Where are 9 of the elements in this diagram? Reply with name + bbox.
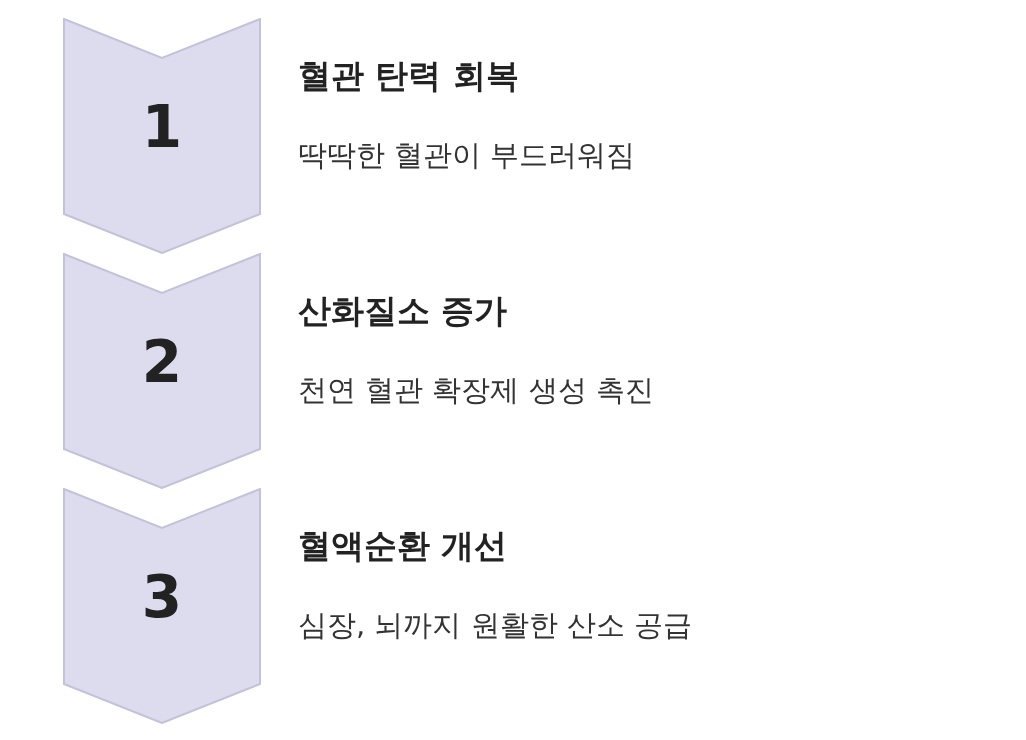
chevron-step: 3 [63,488,261,724]
step-heading: 혈관 탄력 회복 [298,56,519,96]
chevron-step: 2 [63,253,261,489]
step-description: 심장, 뇌까지 원활한 산소 공급 [298,608,693,643]
step-heading: 혈액순환 개선 [298,526,508,566]
chevron-step: 1 [63,18,261,254]
step-description: 딱딱한 혈관이 부드러워짐 [298,138,636,173]
step-description: 천연 혈관 확장제 생성 촉진 [298,373,654,408]
step-heading: 산화질소 증가 [298,291,508,331]
